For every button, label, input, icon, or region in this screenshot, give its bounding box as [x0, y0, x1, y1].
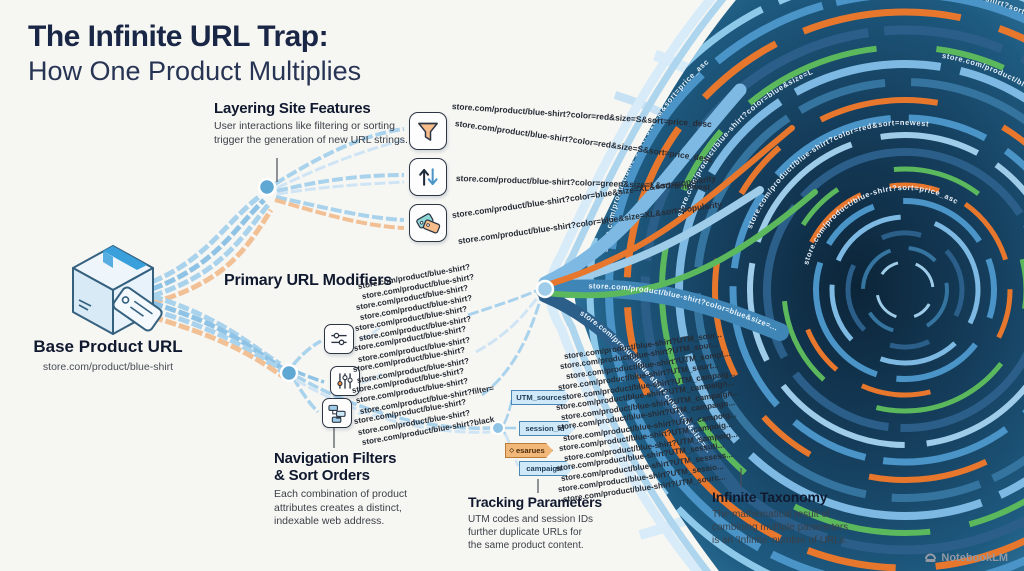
tracking-desc-1: UTM codes and session IDs — [468, 514, 594, 525]
navigation-heading-1: Navigation Filters — [274, 450, 397, 467]
layering-heading: Layering Site Features — [214, 100, 371, 117]
equalizer-icon — [330, 366, 360, 396]
badge-label: session_id — [525, 424, 565, 433]
layering-desc-2: trigger the generation of new URL string… — [214, 133, 408, 146]
base-heading: Base Product URL — [33, 337, 183, 356]
taxonomy-desc-1: The mathematical result of — [712, 509, 830, 520]
taxonomy-desc-2: combining multiple parameters — [712, 522, 849, 533]
base-url: store.com/product/blue-shirt — [42, 361, 174, 373]
primary-heading: Primary URL Modifiers — [224, 272, 392, 289]
price-tags-icon — [409, 204, 447, 242]
taxonomy-heading: Infinite Taxonomy — [712, 489, 828, 505]
badge-label: campaign — [526, 464, 562, 473]
section-navigation: Navigation Filters & Sort Orders Each co… — [274, 450, 464, 529]
heading-connectors — [276, 158, 742, 493]
navigation-desc-3: indexable web address. — [274, 515, 385, 528]
tracking-desc-3: the same product content. — [468, 540, 584, 551]
sliders-icon — [324, 324, 354, 354]
badge-label: esarues — [515, 446, 545, 455]
branch-nodes — [257, 177, 555, 435]
funnel-ribbons — [536, 83, 818, 499]
badge-source-orange: ◇ esarues — [505, 443, 553, 458]
badge-utm-source: UTM_source — [511, 390, 571, 405]
watermark-label: NotebookLM — [941, 551, 1008, 564]
page-title: The Infinite URL Trap: How One Product M… — [28, 20, 361, 87]
diamond-icon: ◇ — [509, 448, 514, 454]
section-layering: Layering Site Features User interactions… — [214, 100, 444, 147]
badge-label: UTM_source — [516, 393, 562, 402]
layering-desc-1: User interactions like filtering or sort… — [214, 120, 395, 132]
filter-funnel-icon — [409, 112, 447, 150]
tracking-heading: Tracking Parameters — [468, 494, 602, 510]
title-line-2: How One Product Multiplies — [28, 56, 362, 86]
title-line-1: The Infinite URL Trap: — [28, 20, 329, 53]
notebooklm-logo-icon — [925, 553, 937, 562]
package-icon — [55, 238, 170, 343]
navigation-desc-2: attributes creates a distinct, — [274, 501, 402, 514]
badge-session-id: session_id — [519, 421, 575, 436]
section-primary: Primary URL Modifiers — [224, 272, 392, 290]
watermark: NotebookLM — [924, 551, 1008, 564]
section-tracking: Tracking Parameters UTM codes and sessio… — [468, 494, 648, 552]
sort-arrows-icon — [409, 158, 447, 196]
section-base: Base Product URL store.com/product/blue-… — [18, 337, 198, 373]
tracking-desc-2: further duplicate URLs for — [468, 527, 582, 538]
taxonomy-desc-3: is an 'Infinite' number of URLs. — [712, 535, 848, 546]
sitemap-icon — [322, 398, 352, 428]
badge-campaign: campaign — [519, 461, 573, 476]
navigation-heading-2: & Sort Orders — [274, 467, 370, 484]
section-taxonomy: Infinite Taxonomy The mathematical resul… — [712, 489, 897, 547]
navigation-desc-1: Each combination of product — [274, 488, 408, 500]
